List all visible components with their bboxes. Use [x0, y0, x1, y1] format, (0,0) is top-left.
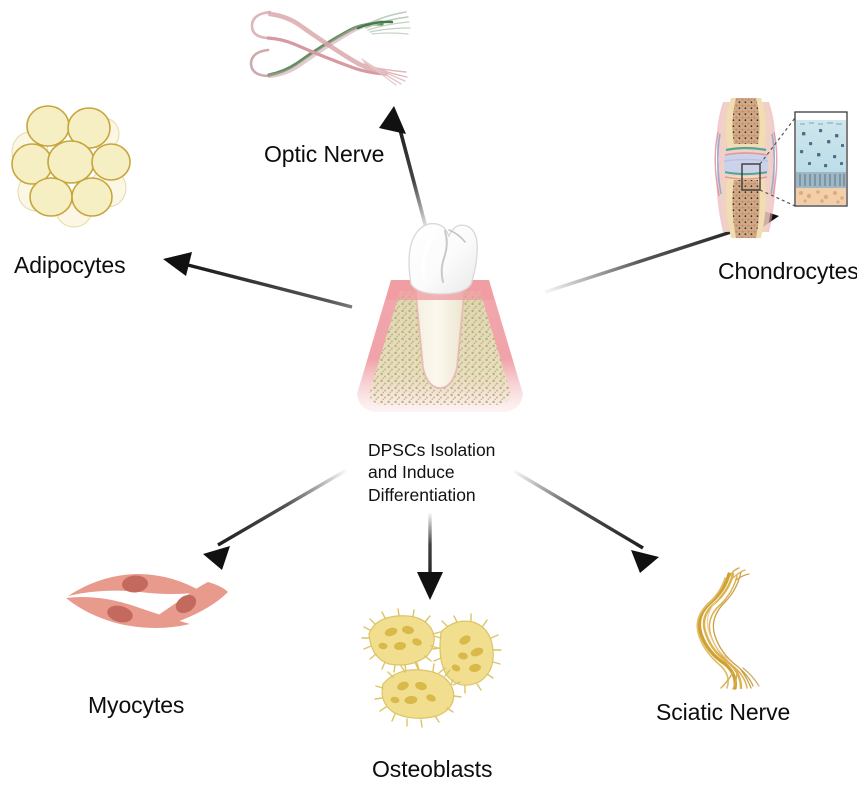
label-osteoblasts: Osteoblasts: [372, 756, 493, 782]
joint-cartilage-illustration: [705, 98, 850, 238]
arrow-to-osteoblasts: [417, 512, 443, 600]
arrow-to-myocytes: [203, 466, 351, 570]
arrow-to-adipocytes: [163, 252, 353, 309]
myocyte-spindle-cells-illustration: [62, 562, 234, 648]
optic-nerve-chiasm-illustration: [246, 2, 416, 88]
tooth-in-gum-illustration: [345, 218, 535, 418]
label-chondrocytes: Chondrocytes: [718, 258, 857, 284]
label-myocytes: Myocytes: [88, 692, 185, 718]
label-optic-nerve: Optic Nerve: [264, 141, 385, 167]
arrow-to-sciatic-nerve: [511, 468, 659, 573]
label-adipocytes: Adipocytes: [14, 252, 126, 278]
label-sciatic-nerve: Sciatic Nerve: [656, 699, 791, 725]
center-caption: DPSCs Isolation and Induce Differentiati…: [368, 440, 496, 505]
adipocyte-cluster-illustration: [8, 100, 136, 228]
sciatic-nerve-fibers-illustration: [675, 567, 805, 690]
osteoblast-cells-illustration: [355, 608, 505, 728]
